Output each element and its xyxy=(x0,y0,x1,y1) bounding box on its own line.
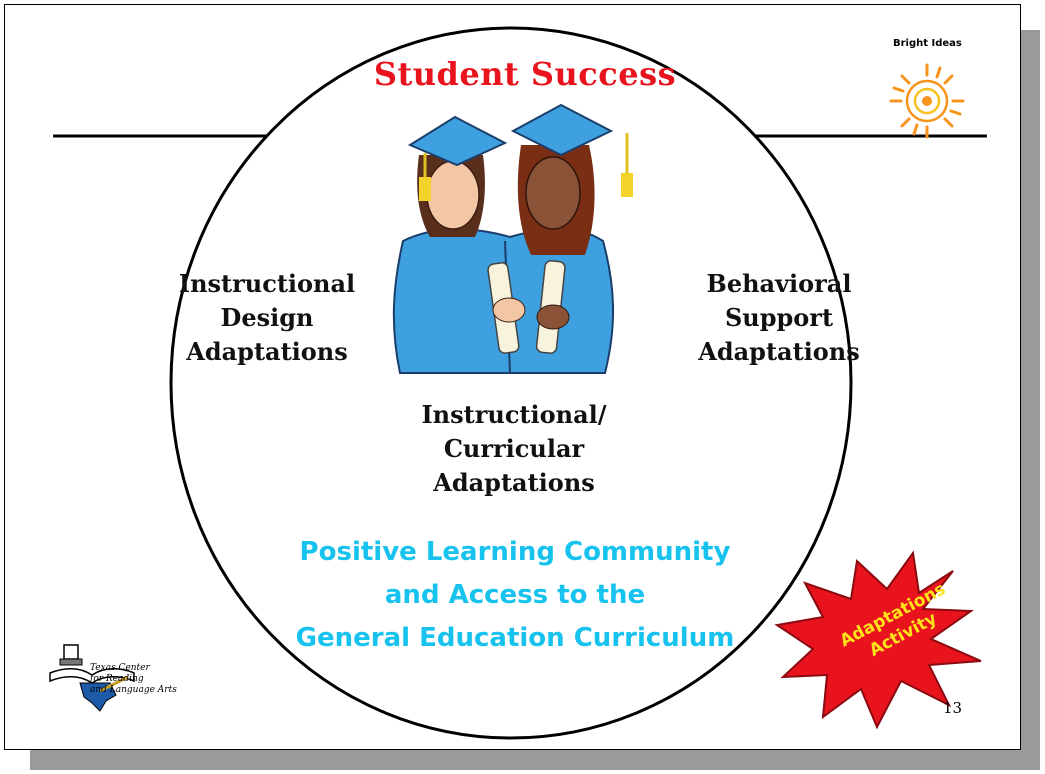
slide: Student Success Bright Ideas Instruction… xyxy=(4,4,1021,750)
texas-logo-icon xyxy=(49,644,135,712)
label-line: Instructional xyxy=(178,269,356,298)
label-line: Curricular xyxy=(443,434,585,463)
community-line: Positive Learning Community xyxy=(299,537,731,567)
starburst-badge xyxy=(774,550,982,730)
page-title: Student Success xyxy=(373,55,677,93)
label-line: Support xyxy=(724,303,834,332)
logo-line: and Language Arts xyxy=(90,685,177,695)
instructional-curricular-label: Instructional/ Curricular Adaptations xyxy=(401,398,627,500)
graduates-illustration xyxy=(392,103,633,374)
label-line: Adaptations xyxy=(186,337,348,366)
instructional-design-label: Instructional Design Adaptations xyxy=(157,267,377,369)
sun-icon xyxy=(889,63,965,139)
behavioral-support-label: Behavioral Support Adaptations xyxy=(659,267,899,369)
community-line: General Education Curriculum xyxy=(295,623,735,653)
outer-circle xyxy=(169,26,853,740)
logo-line: Texas Center xyxy=(90,663,150,673)
logo-line: for Reading xyxy=(90,674,144,684)
label-line: Design xyxy=(220,303,314,332)
label-line: Instructional/ xyxy=(421,400,607,429)
community-statement: Positive Learning Community and Access t… xyxy=(245,531,785,660)
label-line: Adaptations xyxy=(698,337,860,366)
texas-center-logo-text: Texas Center for Reading and Language Ar… xyxy=(90,663,177,696)
bright-ideas-label: Bright Ideas xyxy=(893,38,962,49)
label-line: Behavioral xyxy=(706,269,852,298)
diagram-art xyxy=(49,26,987,740)
community-line: and Access to the xyxy=(384,580,646,610)
label-line: Adaptations xyxy=(433,468,595,497)
page-number: 13 xyxy=(943,699,963,717)
